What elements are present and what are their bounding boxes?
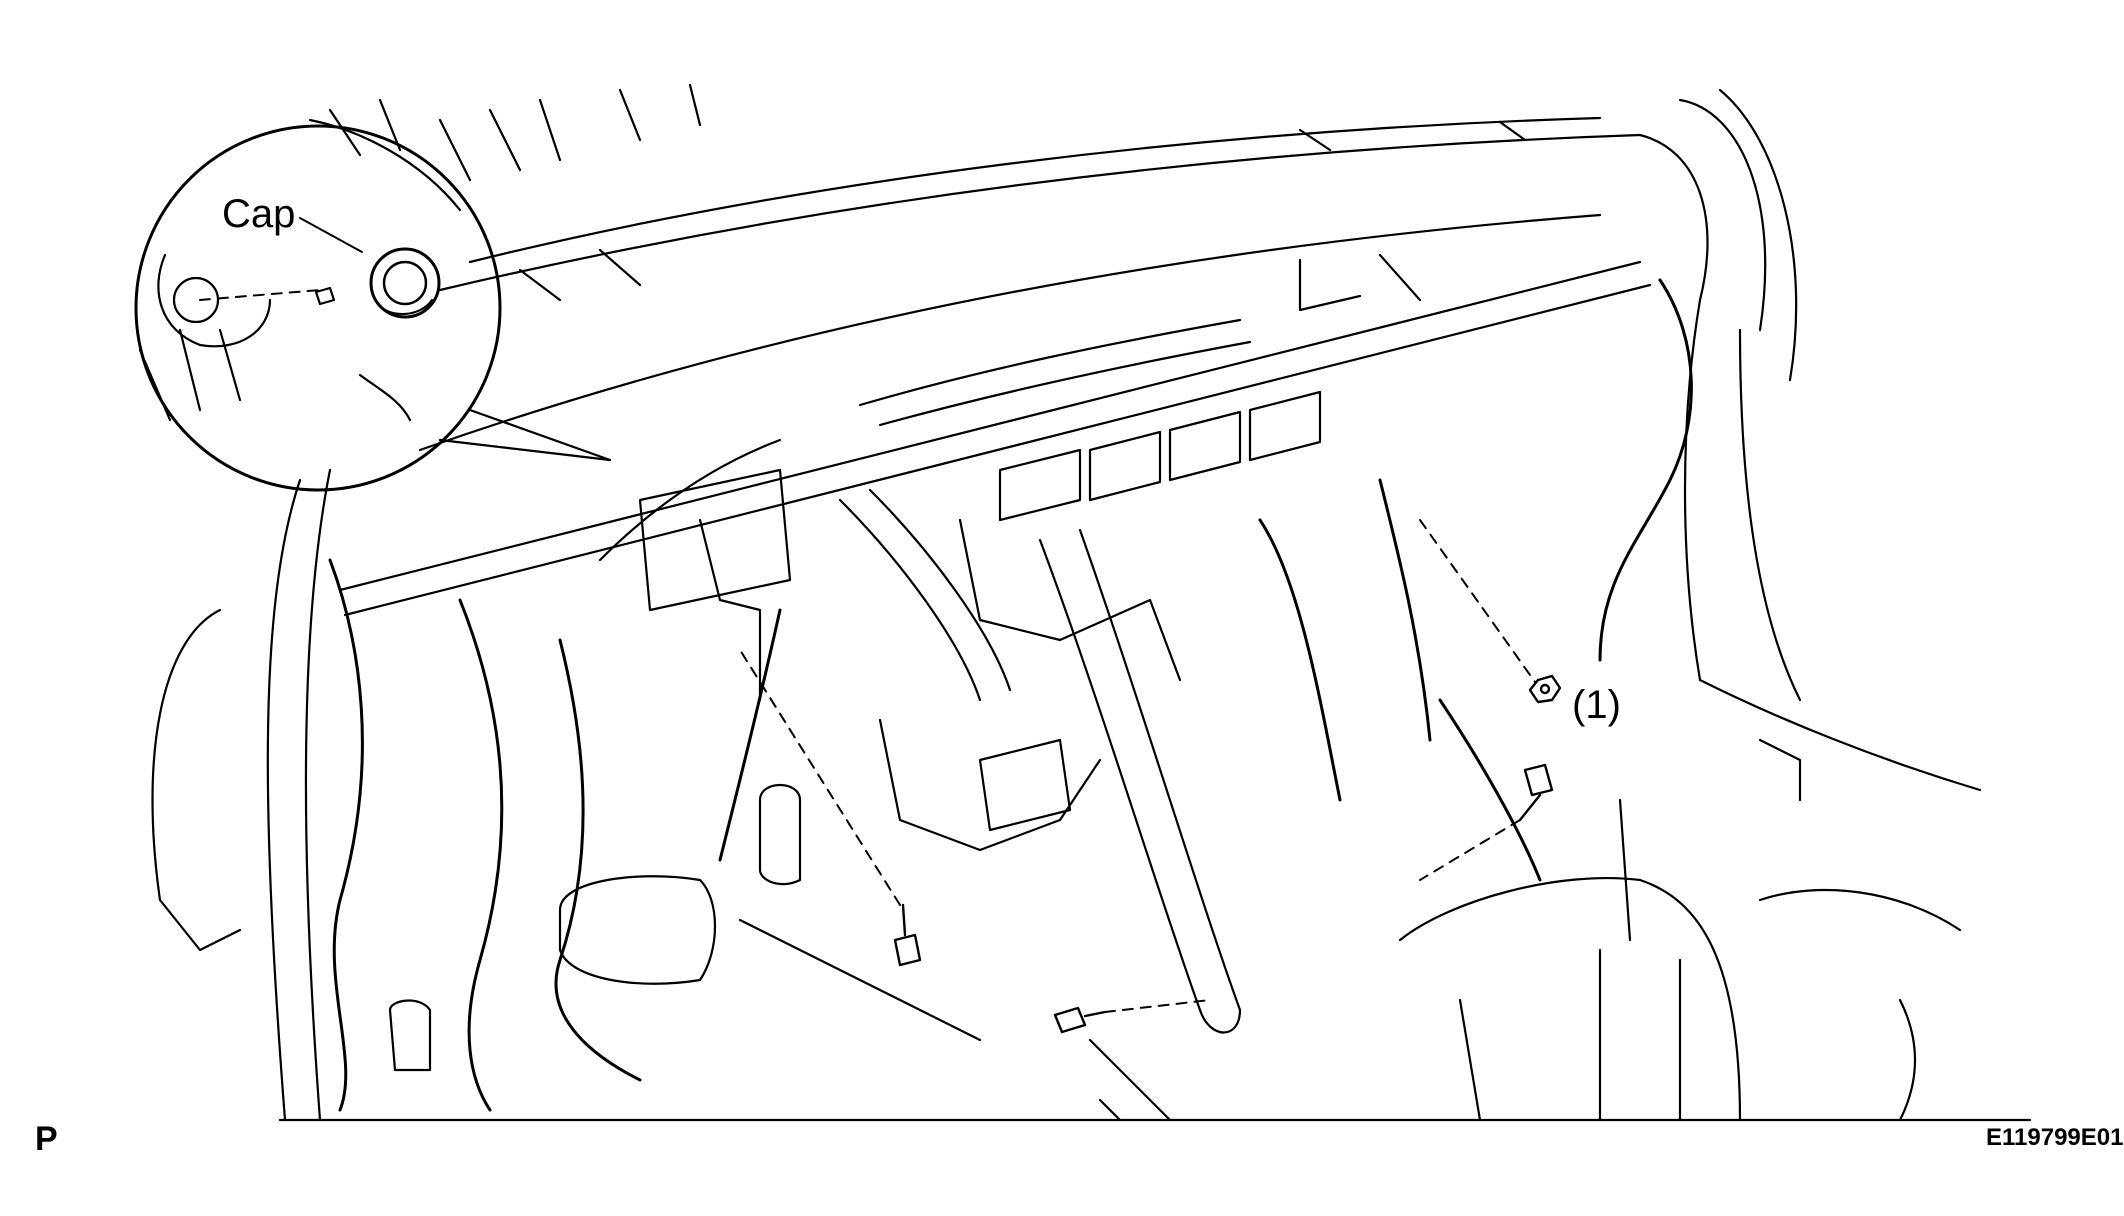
cap-icon [369,247,441,319]
center-brace [978,528,1242,1034]
left-pillar [138,328,332,1122]
right-body [1683,298,1982,802]
wire-harness [328,278,1693,1112]
panel-pieces [388,784,802,1072]
detail-inset [134,118,612,492]
center-console [1398,798,1962,1122]
bolt-icon-center-floor [1053,1006,1107,1034]
floor-lines [278,918,2032,1122]
view-code-label: P [35,1120,58,1158]
bolt-icon-right-console [1518,763,1554,822]
dashed-guide-lines [199,289,1536,1013]
figure-id-label: E119799E01 [1986,1124,2124,1151]
part-1-label: (1) [1572,683,1621,727]
windshield-cowl [328,83,1798,452]
cap-label: Cap [222,192,296,236]
inset-screw-icon [314,286,336,306]
nut-icon-part-1 [1528,674,1562,704]
reinforcement-bar [338,260,1652,617]
heater-duct [878,253,1422,852]
bolt-icons [893,763,1554,1034]
left-bracket [638,468,1012,702]
bolt-icon-left-lower [893,903,922,967]
